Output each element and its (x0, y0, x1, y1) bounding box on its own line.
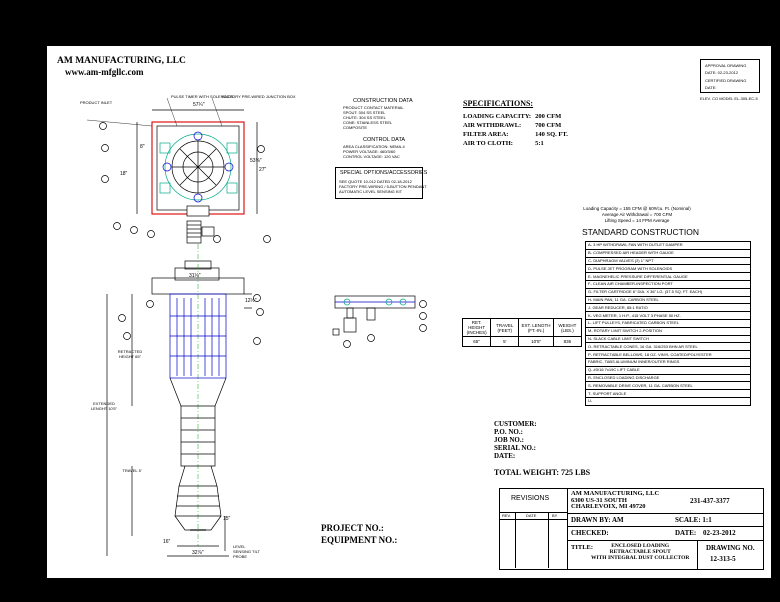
scale: SCALE: 1:1 (675, 516, 712, 524)
dimension-table-row: 65" 5' 10'5" 836 (461, 336, 583, 347)
model-number: ELEV. CO MODEL EL-305-EC-5 (700, 96, 758, 101)
control-data-title: CONTROL DATA (363, 137, 406, 143)
drawing-no-label: DRAWING NO. (706, 544, 755, 552)
date-field-label: DATE: (675, 529, 697, 537)
customer-label: CUSTOMER: (494, 420, 537, 428)
hopper-cone (169, 377, 227, 407)
level-sensing-label: LEVEL SENSING TILT PROBE (233, 544, 260, 559)
dim-53: 53⅝" (250, 158, 262, 164)
col-ext-length: EXT. LENGTH (FT.-IN.) (518, 318, 554, 337)
date-col: DATE (526, 513, 537, 518)
drawing-title: ENCLOSED LOADING RETRACTABLE SPOUT WITH … (591, 543, 690, 561)
special-options-title: SPECIAL OPTIONS/ACCESSORIES (340, 170, 428, 176)
construction-data-title: CONSTRUCTION DATA (353, 98, 413, 104)
dim-57: 57¼" (193, 102, 205, 108)
dim-16: 16" (163, 539, 171, 545)
collector-ring (164, 133, 232, 201)
standard-construction-title: STANDARD CONSTRUCTION (582, 227, 699, 237)
capacity-notes: Loading Capacity = 155 CFM @ 60#/cu. Ft.… (583, 206, 691, 223)
technical-drawing (86, 97, 427, 557)
retracted-height-label: RETRACTED HEIGHT 65" (117, 349, 143, 359)
spec-row: FILTER AREA:140 SQ. FT. (463, 131, 568, 138)
po-label: P.O. NO.: (494, 428, 523, 436)
drawing-sheet: AM MANUFACTURING, LLC www.am-mfgllc.com … (47, 46, 771, 578)
dim-8: 8" (140, 144, 145, 150)
project-number-label: PROJECT NO.: (321, 523, 384, 533)
control-data-lines: AREA CLASSIFICATION: NEMA-4 POWER VOLTAG… (343, 144, 405, 159)
callout-pulse-timer: PULSE TIMER WITH SOLENOIDS (171, 94, 234, 99)
job-label: JOB NO.: (494, 436, 524, 444)
specifications-table: LOADING CAPACITY:200 CFM AIR WITHDRAWL:7… (463, 112, 572, 148)
dimension-table: RET. HEIGHT (INCHES) TRAVEL (FEET) EXT. … (461, 318, 583, 347)
checked: CHECKED: (571, 529, 609, 537)
dim-27: 27" (259, 167, 267, 173)
serial-label: SERIAL NO.: (494, 444, 537, 452)
title-label: TITLE: (571, 544, 594, 551)
specifications-title: SPECIFICATIONS: (463, 99, 534, 108)
callout-junction-box: FACTORY PRE-WIRED JUNCTION BOX (222, 94, 296, 99)
callout-product-inlet: PRODUCT INLET (80, 100, 113, 105)
drawing-no: 12-313-5 (710, 555, 736, 563)
company-name: AM MANUFACTURING, LLC (57, 56, 186, 66)
date-field-value: 02-23-2012 (703, 529, 736, 537)
dim-15: 15" (223, 516, 231, 522)
top-view (86, 97, 271, 244)
spec-row: AIR WITHDRAWL:700 CFM (463, 122, 562, 129)
approval-drawing-label: APPROVAL DRAWING (705, 63, 747, 68)
rev-col: REV. (502, 513, 511, 518)
special-options-lines: SEE QUOTE 10-012 DATED 02-18-2012 FACTOR… (339, 179, 427, 194)
date-label: DATE: (494, 452, 516, 460)
revisions-label: REVISIONS (511, 495, 550, 502)
equipment-number-label: EQUIPMENT NO.: (321, 535, 398, 545)
dim-32: 32⅞" (192, 550, 204, 556)
standard-construction-item: U- (585, 396, 751, 406)
extended-length-label: EXTENDED LENGHT 10'5" (90, 401, 118, 411)
dim-18: 18" (120, 171, 128, 177)
by-col: BY (552, 513, 558, 518)
bellows (178, 465, 218, 487)
tb-company-address: AM MANUFACTURING, LLC 6300 US-31 SOUTH C… (571, 490, 660, 510)
title-block: REVISIONS REV. DATE BY AM MANUFACTURING,… (499, 488, 764, 570)
construction-data-lines: PRODUCT CONTACT MATERIAL SPOUT: 304 SS S… (343, 105, 404, 130)
standard-construction-list: A- 3 HP WITHDRAWL FAN WITH OUTLET DAMPER… (585, 241, 751, 406)
dim-12: 12½" (245, 298, 257, 304)
dim-31: 31¼" (189, 273, 201, 279)
travel-label: TRAVEL 5' (122, 468, 142, 473)
side-view (106, 244, 264, 557)
spec-row: LOADING CAPACITY:200 CFM (463, 113, 562, 120)
certified-drawing-label: CERTIFIED DRAWING (705, 78, 747, 83)
customer-info: CUSTOMER: P.O. NO.: JOB NO.: SERIAL NO.:… (494, 420, 537, 460)
certified-date: DATE: (705, 85, 717, 90)
tb-phone: 231-437-3377 (690, 497, 730, 505)
total-weight: TOTAL WEIGHT: 725 LBS (494, 468, 591, 477)
col-ret-height: RET. HEIGHT (INCHES) (461, 318, 492, 337)
company-website: www.am-mfgllc.com (65, 67, 144, 77)
drawn-by: DRAWN BY: AM (571, 516, 624, 524)
approval-box: APPROVAL DRAWING DATE: 02-23-2012 CERTIF… (700, 59, 760, 93)
special-options-box: SPECIAL OPTIONS/ACCESSORIES SEE QUOTE 10… (335, 167, 427, 199)
approval-date: DATE: 02-23-2012 (705, 70, 739, 75)
spec-row: AIR TO CLOTH:5:1 (463, 140, 544, 147)
detail-view (332, 295, 427, 348)
